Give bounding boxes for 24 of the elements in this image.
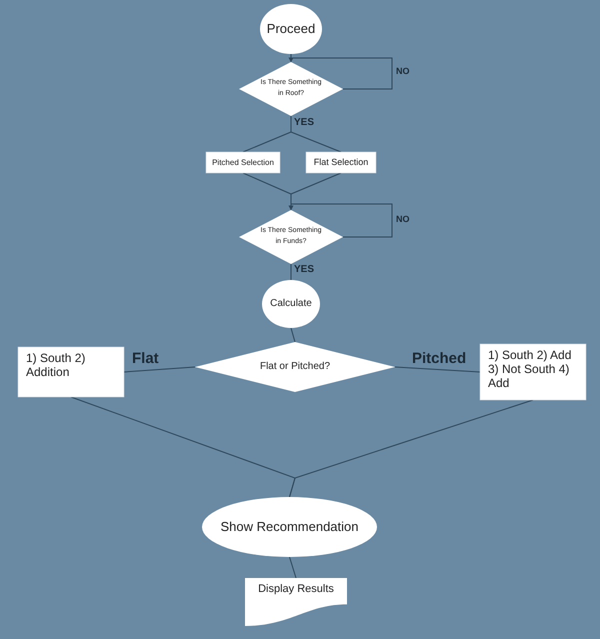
connector-line bbox=[288, 58, 392, 90]
connector-line bbox=[289, 400, 534, 498]
connector-line bbox=[124, 366, 196, 372]
connector-line bbox=[394, 366, 480, 372]
process-ellipse: Calculate bbox=[262, 280, 320, 328]
edge-label: Flat bbox=[132, 350, 159, 367]
edge-label: NO bbox=[396, 66, 410, 76]
start-ellipse: Proceed bbox=[260, 4, 322, 54]
edge-label: NO bbox=[396, 214, 410, 224]
edge-label: YES bbox=[294, 117, 314, 128]
edge-label: Pitched bbox=[412, 350, 466, 367]
connector-line bbox=[288, 204, 392, 238]
result-box: 1) South 2) Addition bbox=[18, 347, 124, 397]
process-box: Pitched Selection bbox=[206, 152, 280, 173]
connector-line bbox=[290, 328, 296, 342]
decision-diamond: Flat or Pitched? bbox=[195, 342, 395, 392]
process-box: Flat Selection bbox=[306, 152, 376, 173]
edge-label: YES bbox=[294, 264, 314, 275]
document-shape: Display Results bbox=[245, 578, 347, 626]
connector-line bbox=[289, 556, 296, 578]
result-box: 1) South 2) Add 3) Not South 4) Add bbox=[480, 344, 586, 400]
process-ellipse: Show Recommendation bbox=[202, 497, 377, 557]
connector-line bbox=[290, 116, 342, 152]
connector-line bbox=[290, 264, 292, 280]
